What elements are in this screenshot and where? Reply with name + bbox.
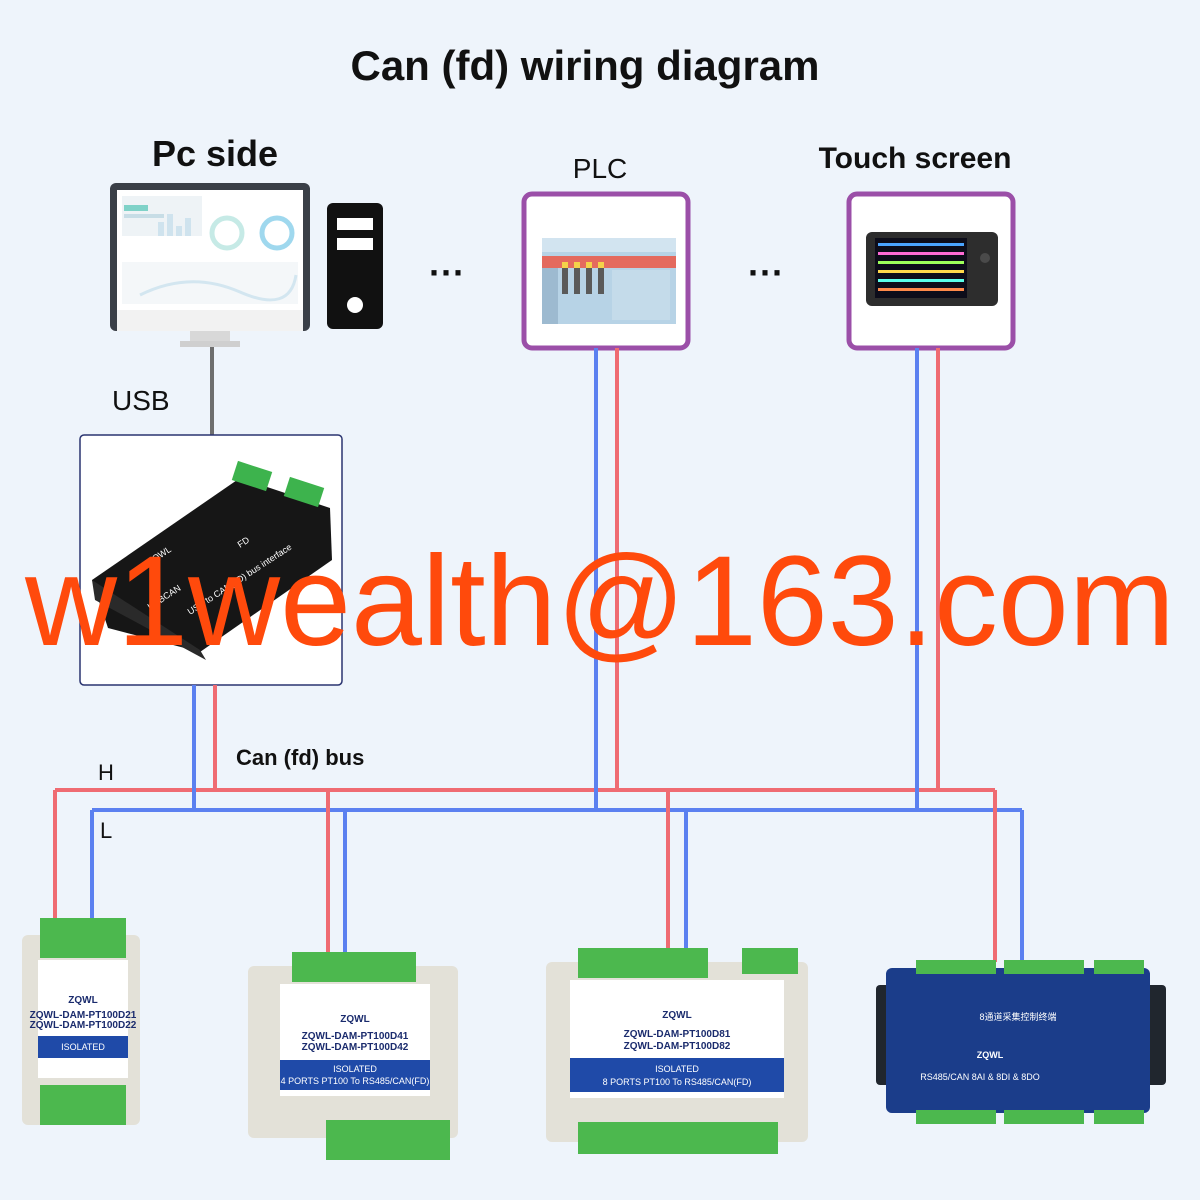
module-3-model-b: ZQWL-DAM-PT100D82 bbox=[624, 1041, 731, 1052]
usbcan-device: USBCAN FD USB to CAN(FD) bus interface Z… bbox=[79, 434, 343, 686]
can-l-label: L bbox=[100, 818, 112, 843]
module-1-model-b: ZQWL-DAM-PT100D22 bbox=[30, 1020, 137, 1031]
touch-screen-label: Touch screen bbox=[819, 142, 1012, 175]
module-3-desc2: 8 PORTS PT100 To RS485/CAN(FD) bbox=[603, 1077, 752, 1087]
module-3-brand: ZQWL bbox=[662, 1010, 691, 1021]
module-1-model-a: ZQWL-DAM-PT100D21 bbox=[30, 1010, 137, 1021]
pc-tower bbox=[327, 203, 383, 329]
module-3-desc: ISOLATED bbox=[655, 1064, 699, 1074]
module-2-model-b: ZQWL-DAM-PT100D42 bbox=[302, 1042, 409, 1053]
usb-label: USB bbox=[112, 385, 170, 416]
pc-side-label: Pc side bbox=[152, 133, 278, 174]
module-2-model-a: ZQWL-DAM-PT100D41 bbox=[302, 1031, 409, 1042]
module-pt100-2ch: ZQWL ZQWL-DAM-PT100D21 ZQWL-DAM-PT100D22… bbox=[22, 918, 140, 1125]
module-1-desc: ISOLATED bbox=[61, 1042, 105, 1052]
diagram-title: Can (fd) wiring diagram bbox=[350, 42, 819, 89]
module-4-brand: ZQWL bbox=[977, 1050, 1004, 1060]
can-bus-label: Can (fd) bus bbox=[236, 745, 364, 770]
pc-monitor bbox=[110, 183, 310, 347]
can-bus-wires bbox=[53, 348, 1024, 962]
module-pt100-4ch: ZQWL ZQWL-DAM-PT100D41 ZQWL-DAM-PT100D42… bbox=[248, 952, 458, 1160]
ellipsis-2: ··· bbox=[748, 252, 784, 293]
email-watermark: w1wealth@163.com bbox=[24, 530, 1175, 673]
plc-label: PLC bbox=[573, 153, 627, 184]
plc-device bbox=[521, 191, 691, 351]
can-h-label: H bbox=[98, 760, 114, 785]
module-pt100-8ch: ZQWL ZQWL-DAM-PT100D81 ZQWL-DAM-PT100D82… bbox=[546, 948, 808, 1154]
module-4-title: 8通道采集控制终端 bbox=[979, 1011, 1056, 1022]
module-4-desc2: RS485/CAN 8AI & 8DI & 8DO bbox=[920, 1072, 1040, 1082]
ellipsis-1: ··· bbox=[429, 252, 465, 293]
module-2-brand: ZQWL bbox=[340, 1014, 369, 1025]
touch-screen-device bbox=[846, 191, 1016, 351]
module-8ch-terminal: 8通道采集控制终端 ZQWL RS485/CAN 8AI & 8DI & 8DO bbox=[876, 960, 1166, 1124]
module-2-desc2: 4 PORTS PT100 To RS485/CAN(FD) bbox=[281, 1076, 430, 1086]
module-3-model-a: ZQWL-DAM-PT100D81 bbox=[624, 1029, 731, 1040]
module-2-desc: ISOLATED bbox=[333, 1064, 377, 1074]
module-1-brand: ZQWL bbox=[68, 995, 97, 1006]
